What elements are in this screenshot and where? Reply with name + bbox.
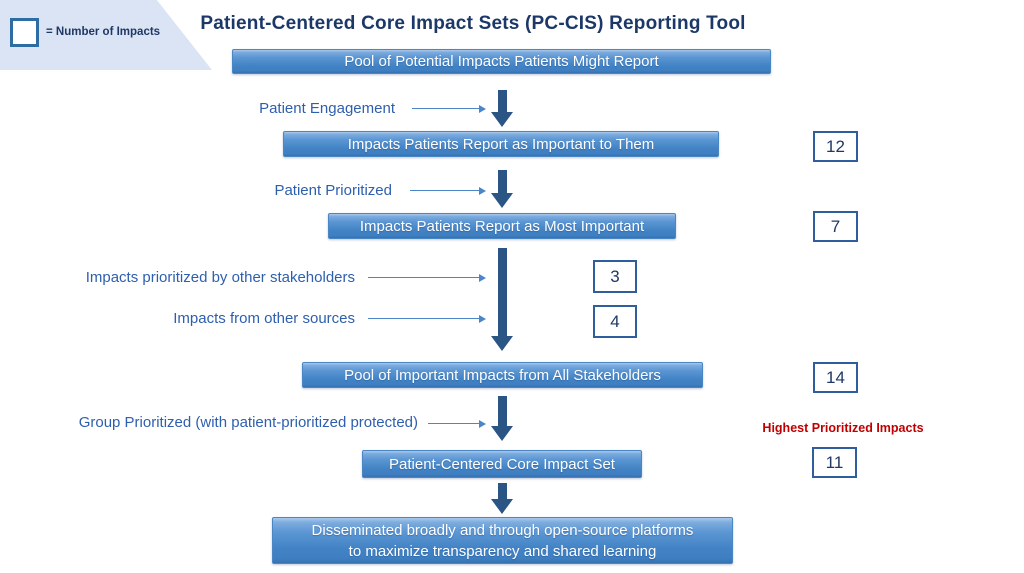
legend-label: = Number of Impacts [46, 26, 161, 38]
arrow-shaft [497, 90, 507, 112]
flow-bar-label: Patient-Centered Core Impact Set [389, 455, 615, 473]
count-box-other-sources: 4 [593, 305, 637, 338]
count-box-important-to-them: 12 [813, 131, 858, 162]
count-box-most-important: 7 [813, 211, 858, 242]
arrow-shaft [497, 396, 507, 426]
arrow-head [491, 499, 513, 514]
arrow-line [368, 276, 480, 279]
flow-bar-label: Pool of Important Impacts from All Stake… [344, 366, 661, 384]
flow-bar-label-line2: to maximize transparency and shared lear… [348, 542, 657, 560]
flow-bar-impacts-important-to-them: Impacts Patients Report as Important to … [283, 131, 719, 157]
flow-bar-pool-of-potential-impacts: Pool of Potential Impacts Patients Might… [232, 49, 771, 74]
arrow-head [479, 314, 486, 323]
page-title: Patient-Centered Core Impact Sets (PC-CI… [200, 13, 746, 34]
arrow-line [368, 317, 480, 320]
flow-bar-label: Pool of Potential Impacts Patients Might… [344, 53, 659, 70]
right-arrow-icon [410, 186, 486, 195]
right-arrow-icon [412, 104, 486, 113]
down-arrow-icon [491, 248, 513, 351]
side-label-patient-prioritized: Patient Prioritized [274, 182, 392, 199]
legend-count-box-icon [10, 18, 39, 47]
arrow-line [410, 189, 480, 192]
count-box-all-stakeholders: 14 [813, 362, 858, 393]
flow-bar-label: Impacts Patients Report as Important to … [347, 135, 655, 153]
down-arrow-icon [491, 90, 513, 127]
flow-bar-core-impact-set: Patient-Centered Core Impact Set [362, 450, 642, 478]
right-arrow-icon [368, 314, 486, 323]
count-box-core-impact-set: 11 [812, 447, 857, 478]
down-arrow-icon [491, 483, 513, 514]
highest-prioritized-impacts-label: Highest Prioritized Impacts [762, 421, 924, 435]
arrow-shaft [497, 248, 507, 336]
arrow-line [428, 422, 480, 425]
arrow-line [412, 107, 480, 110]
arrow-head [491, 336, 513, 351]
side-label-other-sources: Impacts from other sources [173, 310, 355, 327]
count-box-other-stakeholders: 3 [593, 260, 637, 293]
down-arrow-icon [491, 396, 513, 441]
flow-bar-pool-all-stakeholders: Pool of Important Impacts from All Stake… [302, 362, 703, 388]
flow-bar-label-line1: Disseminated broadly and through open-so… [311, 521, 694, 539]
right-arrow-icon [428, 419, 486, 428]
arrow-head [491, 193, 513, 208]
arrow-head [479, 186, 486, 195]
down-arrow-icon [491, 170, 513, 208]
flow-bar-impacts-most-important: Impacts Patients Report as Most Importan… [328, 213, 676, 239]
arrow-shaft [497, 170, 507, 193]
arrow-head [479, 273, 486, 282]
arrow-shaft [497, 483, 507, 499]
side-label-group-prioritized: Group Prioritized (with patient-prioriti… [78, 414, 418, 431]
arrow-head [479, 419, 486, 428]
right-arrow-icon [368, 273, 486, 282]
arrow-head [479, 104, 486, 113]
flow-bar-disseminated: Disseminated broadly and through open-so… [272, 517, 733, 564]
arrow-head [491, 426, 513, 441]
arrow-head [491, 112, 513, 127]
side-label-patient-engagement: Patient Engagement [259, 100, 395, 117]
side-label-other-stakeholders: Impacts prioritized by other stakeholder… [85, 269, 355, 286]
flow-bar-label: Impacts Patients Report as Most Importan… [359, 217, 645, 235]
